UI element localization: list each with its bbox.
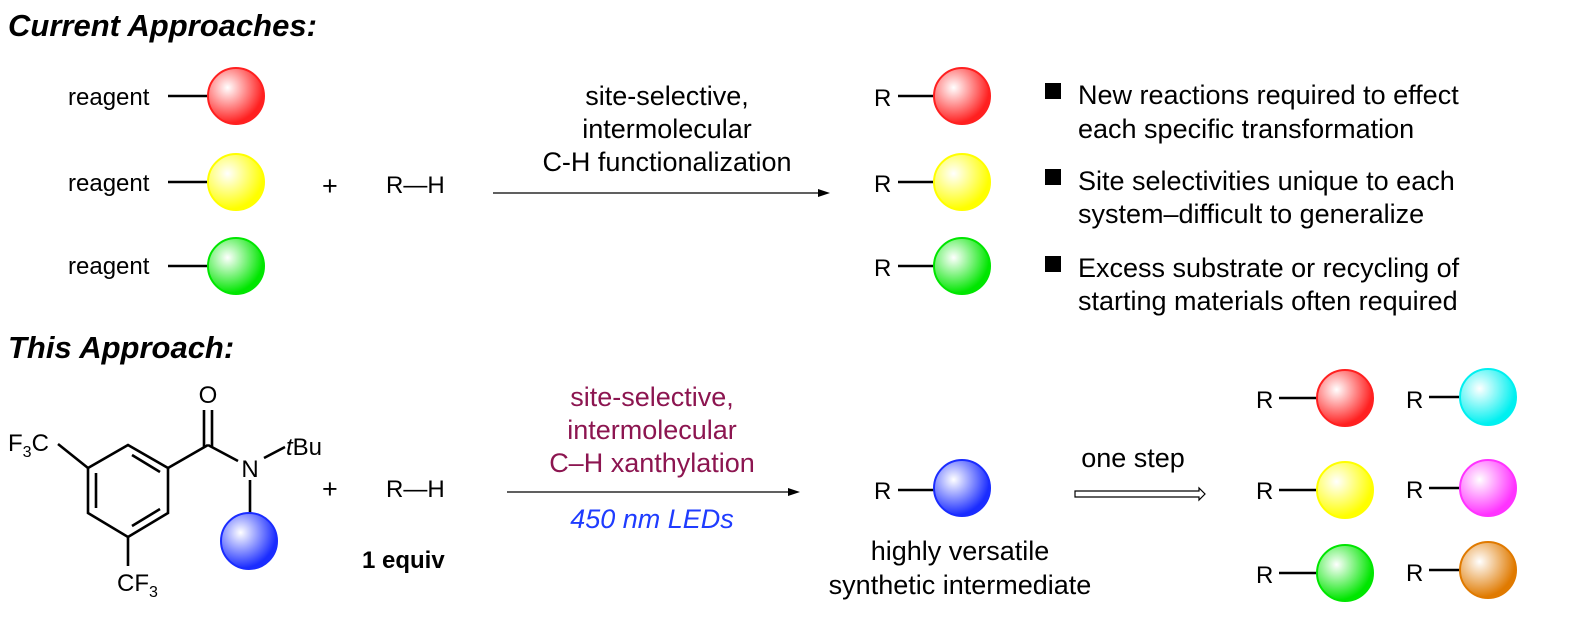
oxygen-atom: O — [199, 382, 218, 409]
current-approaches-heading: Current Approaches: — [8, 8, 317, 43]
conditions-line-3: C–H xanthylation — [549, 448, 755, 478]
bullet-3-line-2: starting materials often required — [1078, 286, 1458, 316]
product-r: R — [1256, 562, 1273, 589]
light-source-label: 450 nm LEDs — [570, 504, 734, 534]
bullet-2-line-1: Site selectivities unique to each — [1078, 166, 1455, 196]
functional-group-sphere — [933, 153, 991, 211]
conditions-line-2: intermolecular — [567, 415, 737, 445]
aryl-carbonyl-bond — [167, 443, 209, 470]
equiv-label: 1 equiv — [362, 547, 445, 574]
ring-double-bond — [131, 507, 161, 528]
conditions-line-2: intermolecular — [582, 114, 752, 144]
functional-group-sphere — [1459, 368, 1517, 426]
reaction-arrow-head — [788, 488, 800, 496]
functional-group-sphere — [1316, 461, 1374, 519]
product-r-labels: R R R R R R — [1256, 387, 1423, 589]
bullet-1-line-1: New reactions required to effect — [1078, 80, 1459, 110]
bullet-3-line-1: Excess substrate or recycling of — [1078, 253, 1460, 283]
reaction-arrow-head — [818, 189, 830, 197]
xanthylating-reagent-structure: O N tBu F3C CF3 — [8, 382, 322, 601]
functional-group-sphere — [207, 67, 265, 125]
cf3-left: F3C — [8, 430, 49, 461]
nitrogen-atom: N — [241, 456, 258, 483]
product-r: R — [874, 255, 891, 282]
functional-group-sphere — [933, 237, 991, 295]
bullet-square — [1045, 83, 1061, 99]
amide-bond — [207, 443, 239, 463]
intermediate-r: R — [874, 478, 891, 505]
bullet-list: New reactions required to effect each sp… — [1045, 80, 1460, 316]
n-tbu-bond — [263, 445, 286, 460]
product-r: R — [1406, 387, 1423, 414]
substrate-rh: R—H — [386, 172, 445, 199]
reagent-label: reagent — [68, 253, 150, 280]
substrate-rh: R—H — [386, 476, 445, 503]
one-step-label: one step — [1081, 443, 1185, 473]
functional-group-sphere — [207, 237, 265, 295]
intermediate-label-1: highly versatile — [871, 536, 1050, 566]
functional-group-spheres — [168, 67, 1517, 602]
product-r: R — [1406, 477, 1423, 504]
bullet-2-line-2: system–difficult to generalize — [1078, 199, 1424, 229]
product-r: R — [1256, 387, 1273, 414]
bullet-1-line-2: each specific transformation — [1078, 114, 1414, 144]
functional-group-sphere — [1316, 369, 1374, 427]
functional-group-sphere — [207, 153, 265, 211]
functional-group-sphere — [1459, 541, 1517, 599]
conditions-line-3: C-H functionalization — [542, 147, 791, 177]
product-r: R — [874, 85, 891, 112]
functional-group-sphere — [220, 512, 278, 570]
functional-group-sphere — [1459, 459, 1517, 517]
reagent-label: reagent — [68, 84, 150, 111]
intermediate-label-2: synthetic intermediate — [829, 570, 1092, 600]
plus-sign: + — [322, 474, 338, 504]
bullet-square — [1045, 256, 1061, 272]
plus-sign: + — [322, 171, 338, 201]
tbu-group: tBu — [286, 434, 322, 461]
reagent-label: reagent — [68, 170, 150, 197]
bullet-square — [1045, 169, 1061, 185]
this-approach-heading: This Approach: — [8, 330, 234, 365]
benzene-ring — [86, 443, 170, 539]
cf3-bond — [57, 442, 89, 470]
product-r: R — [1256, 478, 1273, 505]
cf3-bottom: CF3 — [117, 570, 158, 601]
conditions-line-1: site-selective, — [570, 382, 734, 412]
open-arrow — [1074, 486, 1206, 502]
product-r: R — [1406, 560, 1423, 587]
functional-group-sphere — [933, 67, 991, 125]
functional-group-sphere — [933, 459, 991, 517]
conditions-line-1: site-selective, — [585, 81, 749, 111]
ring-double-bond — [131, 453, 161, 474]
functional-group-sphere — [1316, 544, 1374, 602]
product-r: R — [874, 171, 891, 198]
